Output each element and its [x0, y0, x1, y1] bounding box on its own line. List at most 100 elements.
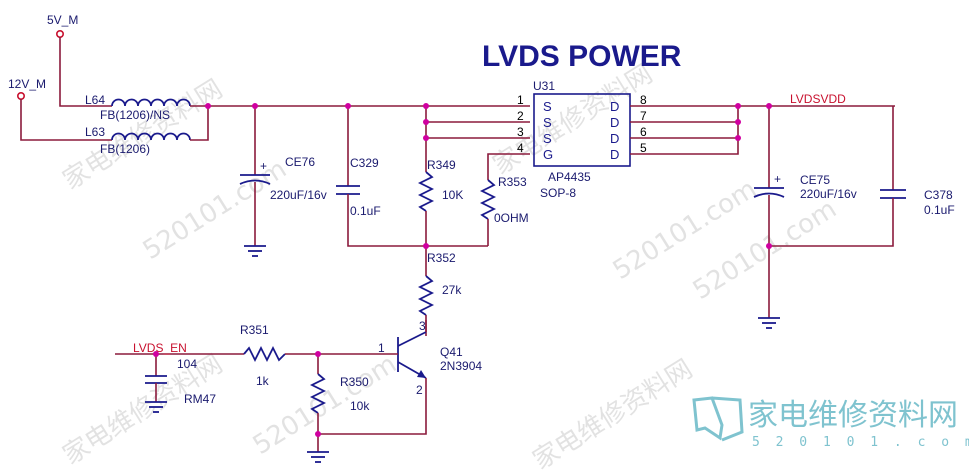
ce76-value: 220uF/16v [270, 188, 327, 202]
ground-icon [758, 317, 780, 329]
c329-ref: C329 [350, 156, 379, 170]
u31-pin-num: 4 [517, 141, 524, 155]
c378-ref: C378 [924, 188, 953, 202]
watermark-site: 520101.com [248, 349, 402, 461]
junction-dot [766, 243, 772, 249]
r349-ref: R349 [427, 158, 456, 172]
terminal-5v [55, 29, 64, 38]
junction-dot [423, 103, 429, 109]
junction-dot [315, 351, 321, 357]
watermark-text: 家电维修资料网 [528, 354, 698, 474]
book-icon [692, 396, 744, 442]
l63-ref: L63 [85, 125, 105, 139]
u31-pin-num: 7 [640, 109, 647, 123]
u31-pin-name: D [610, 115, 619, 130]
u31-pin-num: 8 [640, 93, 647, 107]
r350-resistor [309, 373, 327, 414]
r353-resistor [479, 179, 497, 220]
c378-value: 0.1uF [924, 203, 955, 217]
r350-ref: R350 [340, 375, 369, 389]
terminal-12v [16, 92, 25, 101]
r351-resistor [243, 345, 286, 363]
l63-inductor [111, 132, 191, 141]
ground-icon [145, 401, 167, 413]
r353-ref: R353 [498, 175, 527, 189]
watermark-text: 家电维修资料网 [488, 59, 658, 181]
u31-pin-name: S [543, 131, 552, 146]
ce75-plus: + [774, 172, 781, 186]
u31-pin-num: 1 [517, 93, 524, 107]
junctions [153, 103, 772, 437]
u31-pin-num: 6 [640, 125, 647, 139]
c378-capacitor [880, 189, 906, 199]
ce75-capacitor [753, 187, 785, 198]
rm47-ref: RM47 [184, 392, 216, 406]
ce76-capacitor [239, 174, 271, 185]
junction-dot [735, 135, 741, 141]
u31-pin-num: 5 [640, 141, 647, 155]
ce75-value: 220uF/16v [800, 187, 857, 201]
u31-ref: U31 [533, 79, 555, 93]
r352-value: 27k [442, 283, 462, 297]
u31-pin-name: S [543, 115, 552, 130]
u31-pin-name: D [610, 131, 619, 146]
junction-dot [735, 103, 741, 109]
ground-icon [307, 451, 329, 463]
watermark-logo-sub: 5 2 0 1 0 1 . c o m [752, 435, 969, 450]
junction-dot [153, 351, 159, 357]
net-lvdsvdd: LVDSVDD [790, 92, 846, 106]
u31-pin-name: D [610, 147, 619, 162]
q41-pin-base: 1 [378, 341, 385, 355]
r350-value: 10k [350, 399, 370, 413]
ce76-plus: + [260, 159, 267, 173]
l63-value: FB(1206) [100, 142, 150, 156]
r351-value: 1k [256, 374, 270, 388]
r349-resistor [417, 171, 435, 212]
ce75-ref: CE75 [800, 173, 830, 187]
junction-dot [423, 135, 429, 141]
r351-ref: R351 [240, 323, 269, 337]
junction-dot [345, 103, 351, 109]
net-12v: 12V_M [8, 77, 46, 91]
watermark-text: 家电维修资料网 [58, 349, 228, 471]
u31-pin-name: S [543, 99, 552, 114]
junction-dot [205, 103, 211, 109]
u31-body [533, 93, 631, 167]
rm47-value: 104 [177, 357, 197, 371]
junction-dot [735, 119, 741, 125]
r352-ref: R352 [427, 251, 456, 265]
q41-transistor [397, 331, 427, 379]
u31-pin-num: 2 [517, 109, 524, 123]
q41-ref: Q41 [440, 345, 463, 359]
q41-part: 2N3904 [440, 359, 482, 373]
watermark-site: 520101.com [138, 154, 292, 266]
junction-dot [423, 243, 429, 249]
r353-value: 0OHM [494, 211, 529, 225]
net-lvds-en: LVDS_EN [133, 341, 187, 355]
r349-value: 10K [442, 188, 463, 202]
ground-icon [244, 245, 266, 257]
junction-dot [766, 103, 772, 109]
c329-value: 0.1uF [350, 204, 381, 218]
l64-ref: L64 [85, 93, 105, 107]
page-title: LVDS POWER [482, 40, 682, 73]
watermark-text: 家电维修资料网 [58, 74, 228, 196]
u31-pin-num: 3 [517, 125, 524, 139]
watermark-logo-text: 家电维修资料网 [748, 398, 958, 433]
junction-dot [315, 431, 321, 437]
l64-value: FB(1206)/NS [100, 108, 170, 122]
q41-pin-emitter: 2 [416, 383, 423, 397]
junction-dot [423, 119, 429, 125]
watermark-logo: 家电维修资料网 5 2 0 1 0 1 . c o m [692, 396, 969, 450]
junction-dot [252, 103, 258, 109]
u31-pin-name: D [610, 99, 619, 114]
r352-resistor [417, 275, 435, 316]
q41-pin-collector: 3 [419, 319, 426, 333]
l64-inductor [111, 98, 191, 107]
u31-pin-name: G [543, 147, 553, 162]
ce76-ref: CE76 [285, 155, 315, 169]
c329-capacitor [336, 185, 360, 195]
u31-part: AP4435 [548, 170, 591, 184]
net-5v: 5V_M [47, 13, 78, 27]
